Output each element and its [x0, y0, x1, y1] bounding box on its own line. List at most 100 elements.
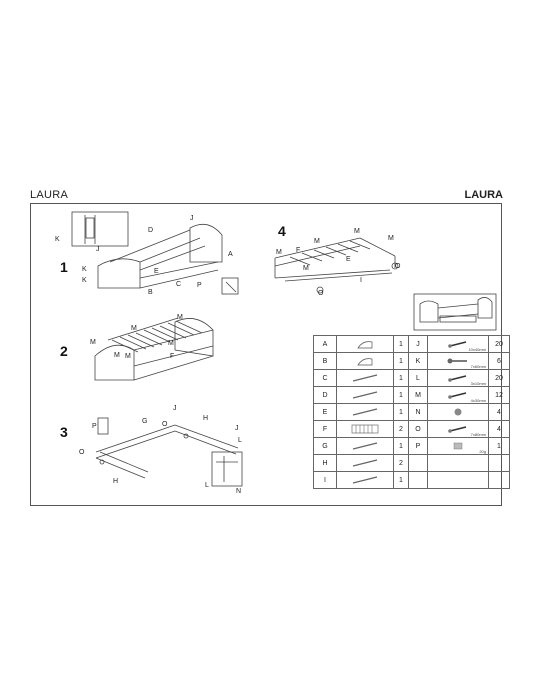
- hardware-quantity: 4: [488, 420, 510, 438]
- callout-label: M: [168, 340, 174, 347]
- header-title-right: LAURA: [464, 189, 504, 201]
- callout-label: O: [318, 290, 324, 297]
- hardware-illustration: 20g: [427, 437, 489, 455]
- callout-label: M: [354, 228, 360, 235]
- hardware-illustration: 4x30mm: [427, 386, 489, 404]
- hardware-letter: [408, 454, 428, 472]
- callout-label: E: [346, 256, 351, 263]
- callout-label: J: [190, 215, 194, 222]
- callout-label: J: [96, 246, 100, 253]
- hardware-illustration: [427, 454, 489, 472]
- screw-icon: [448, 341, 467, 348]
- step3-drawer-frame: [95, 417, 243, 487]
- callout-label: J: [173, 405, 177, 412]
- callout-label: L: [238, 437, 242, 444]
- hardware-quantity: 4: [488, 403, 510, 421]
- callout-label: P: [197, 282, 202, 289]
- hardware-letter: [408, 471, 428, 489]
- step-number-2: 2: [60, 343, 68, 359]
- rail-icon: [352, 391, 378, 399]
- callout-label: L: [205, 482, 209, 489]
- callout-label: M: [131, 325, 137, 332]
- part-letter: E: [313, 403, 337, 421]
- step4-drawer-assembly: [274, 237, 497, 331]
- screw-icon: [448, 392, 467, 399]
- part-quantity: 2: [393, 454, 409, 472]
- slats-icon: [351, 424, 379, 434]
- part-illustration: [336, 471, 394, 489]
- step-number-1: 1: [60, 259, 68, 275]
- part-illustration: [336, 352, 394, 370]
- callout-label: O: [79, 449, 85, 456]
- hardware-illustration: 3x10mm: [427, 369, 489, 387]
- step-number-3: 3: [60, 424, 68, 440]
- rail-icon: [352, 459, 378, 467]
- hardware-quantity: 1: [488, 437, 510, 455]
- callout-label: P: [92, 423, 97, 430]
- panel-icon: [357, 358, 373, 366]
- header-title-left: LAURA: [30, 189, 69, 201]
- callout-label: H: [113, 478, 118, 485]
- part-letter: H: [313, 454, 337, 472]
- part-quantity: 1: [393, 437, 409, 455]
- callout-label: C: [176, 281, 181, 288]
- hardware-illustration: 7x60mm: [427, 352, 489, 370]
- rail-icon: [352, 476, 378, 484]
- hardware-quantity: 12: [488, 386, 510, 404]
- hardware-letter: J: [408, 335, 428, 353]
- hardware-letter: K: [408, 352, 428, 370]
- hardware-letter: L: [408, 369, 428, 387]
- part-quantity: 1: [393, 386, 409, 404]
- part-illustration: [336, 437, 394, 455]
- callout-label: I: [360, 277, 362, 284]
- step2-bed-slats: [94, 317, 214, 381]
- rail-icon: [352, 442, 378, 450]
- part-illustration: [336, 454, 394, 472]
- part-illustration: [336, 403, 394, 421]
- part-illustration: [336, 386, 394, 404]
- callout-label: M: [125, 353, 131, 360]
- hardware-size: 7x60mm: [470, 364, 486, 369]
- screw-icon: [448, 375, 467, 382]
- callout-label: N: [236, 488, 241, 495]
- bolt-icon: [447, 358, 467, 364]
- step1-bed-frame: [71, 211, 239, 295]
- callout-label: A: [228, 251, 233, 258]
- hardware-quantity: 20: [488, 369, 510, 387]
- hardware-letter: P: [408, 437, 428, 455]
- hardware-quantity: 6: [488, 352, 510, 370]
- hardware-letter: N: [408, 403, 428, 421]
- callout-label: J: [235, 425, 239, 432]
- rail-icon: [352, 408, 378, 416]
- part-illustration: [336, 420, 394, 438]
- callout-label: M: [90, 339, 96, 346]
- hardware-size: 20g: [479, 449, 486, 454]
- callout-label: G: [142, 418, 147, 425]
- callout-label: M: [276, 249, 282, 256]
- rail-icon: [352, 374, 378, 382]
- callout-label: O: [162, 421, 168, 428]
- screw-icon: [448, 426, 467, 433]
- callout-label: M: [314, 238, 320, 245]
- part-quantity: 1: [393, 352, 409, 370]
- part-quantity: 1: [393, 403, 409, 421]
- part-letter: D: [313, 386, 337, 404]
- part-letter: I: [313, 471, 337, 489]
- hardware-letter: O: [408, 420, 428, 438]
- part-illustration: [336, 369, 394, 387]
- hardware-size: 3x10mm: [470, 381, 486, 386]
- callout-label: K: [55, 236, 60, 243]
- part-letter: G: [313, 437, 337, 455]
- callout-label: K: [82, 266, 87, 273]
- callout-label: M: [177, 314, 183, 321]
- callout-label: O: [395, 263, 401, 270]
- panel-icon: [357, 341, 373, 349]
- part-quantity: 1: [393, 335, 409, 353]
